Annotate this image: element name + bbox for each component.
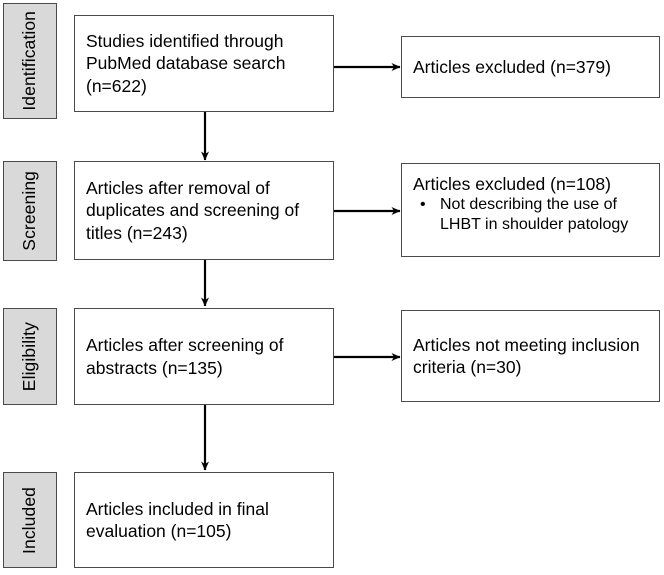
flow-box-text: Articles included in final evaluation (n… xyxy=(86,498,269,541)
stage-label-eligibility: Eligibility xyxy=(3,308,57,405)
stage-label-screening: Screening xyxy=(3,161,57,261)
excluded-heading: Articles excluded (n=379) xyxy=(413,56,611,77)
flow-box-articles-excluded-379: Articles excluded (n=379) xyxy=(401,36,660,98)
flow-box-text: Articles after screening of abstracts (n… xyxy=(86,335,284,378)
exclusion-reason-item: • Not describing the use of LHBT in shou… xyxy=(402,195,659,235)
flow-box-not-meeting-inclusion-criteria: Articles not meeting inclusion criteria … xyxy=(401,310,660,402)
stage-label-included: Included xyxy=(3,472,57,568)
flow-box-text: Articles after removal of duplicates and… xyxy=(86,177,300,243)
bullet-icon: • xyxy=(420,196,426,214)
excluded-heading: Articles excluded (n=108) xyxy=(413,174,611,194)
flow-box-after-duplicate-removal: Articles after removal of duplicates and… xyxy=(74,161,334,260)
stage-label-text: Identification xyxy=(19,11,40,111)
stage-label-text: Screening xyxy=(19,171,40,251)
stage-label-text: Eligibility xyxy=(19,321,40,392)
flow-box-after-abstract-screening: Articles after screening of abstracts (n… xyxy=(74,308,334,405)
stage-label-identification: Identification xyxy=(3,3,57,119)
stage-label-text: Included xyxy=(19,486,40,554)
flow-box-text: Studies identified through PubMed databa… xyxy=(86,30,286,96)
exclusion-reason-text: Not describing the use of LHBT in should… xyxy=(440,196,629,234)
flow-box-articles-excluded-108: Articles excluded (n=108) • Not describi… xyxy=(401,163,660,257)
excluded-heading: Articles not meeting inclusion criteria … xyxy=(413,334,640,377)
flow-box-studies-identified: Studies identified through PubMed databa… xyxy=(74,15,334,112)
flow-box-included-final: Articles included in final evaluation (n… xyxy=(74,472,334,568)
